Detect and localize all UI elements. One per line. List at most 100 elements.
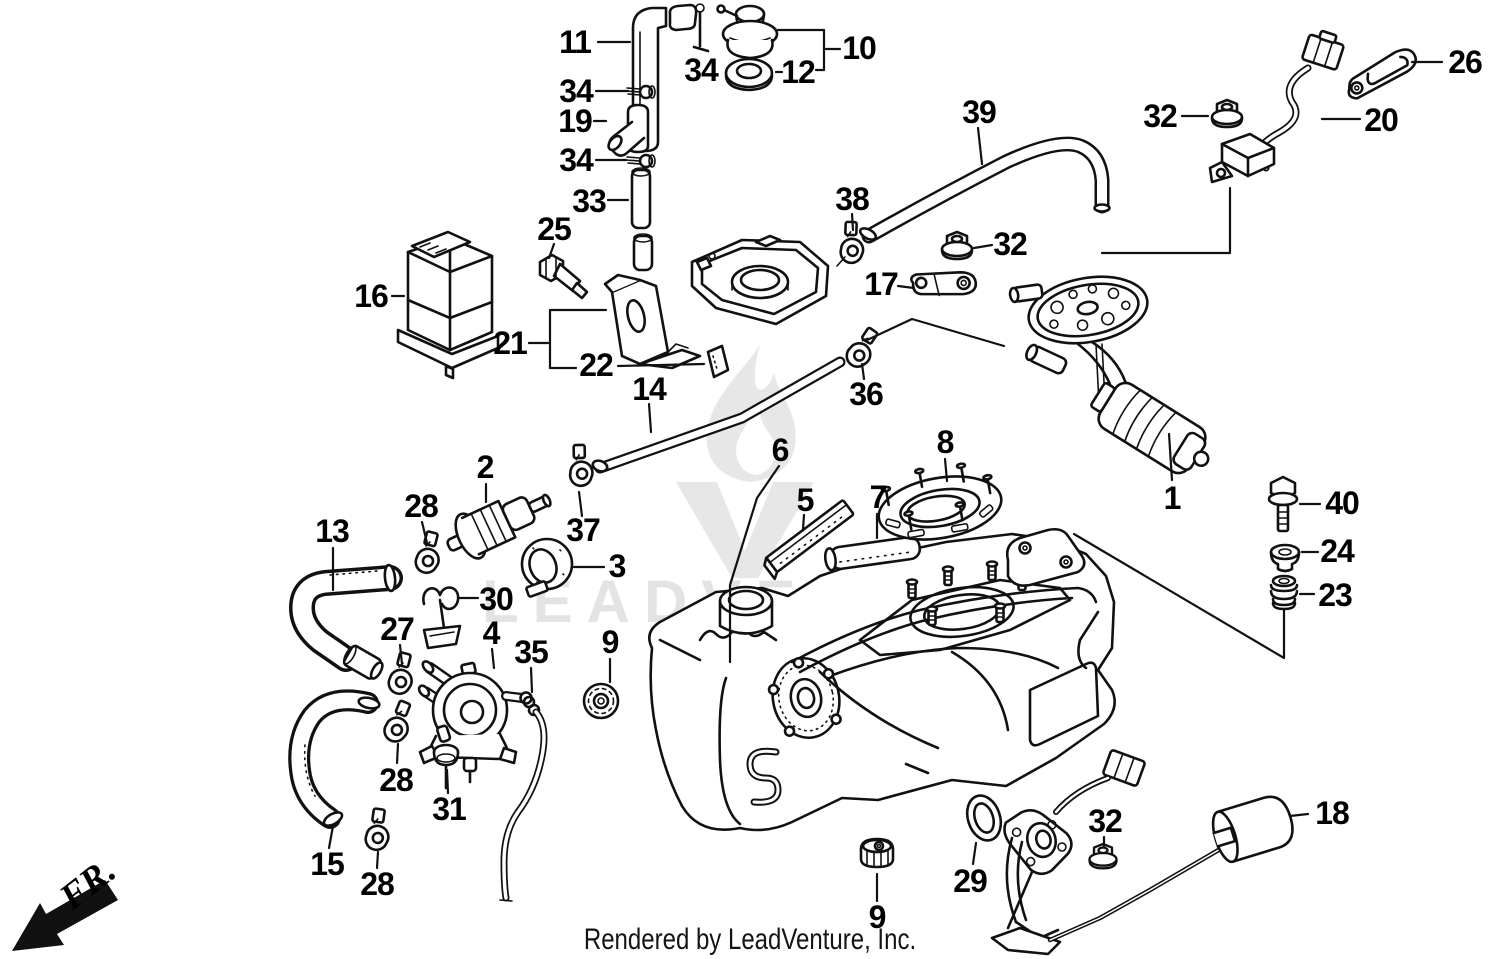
part-label-12-3: 12: [781, 54, 816, 90]
part-label-40-22: 40: [1325, 485, 1360, 521]
part-label-19-5: 19: [558, 103, 593, 139]
nut-32-bottom: [1088, 842, 1118, 870]
bracket-26: [1347, 48, 1418, 100]
part-label-34-6: 34: [559, 142, 594, 178]
rubber-22: [706, 344, 730, 379]
front-direction-arrow: [12, 880, 118, 951]
fuel-sender-18: [990, 749, 1294, 956]
clip-30: [422, 586, 462, 650]
part-label-39-13: 39: [962, 94, 997, 130]
meter-gasket-8: [877, 462, 1003, 541]
cap-washer-12: [724, 57, 774, 92]
part-label-32-18: 32: [1143, 98, 1178, 134]
part-label-17-16: 17: [864, 266, 899, 302]
clamp-27-drawing: [387, 650, 413, 696]
elbow-hose-13: [289, 563, 403, 680]
clamp-38-drawing: [833, 218, 867, 267]
o-ring-29: [965, 794, 1003, 842]
part-label-22-11: 22: [579, 347, 614, 383]
gasket-studs: [880, 462, 993, 531]
fuel-pipe-14: [591, 356, 846, 474]
canister-16: [396, 230, 500, 380]
fuel-pump-1: [1008, 275, 1210, 475]
part-label-11-0: 11: [559, 24, 592, 60]
footer-credit: Rendered by LeadVenture, Inc.: [583, 923, 917, 956]
part-label-4-32: 4: [482, 615, 501, 651]
part-label-23-24: 23: [1318, 577, 1353, 613]
fuel-hose-15: [288, 689, 381, 829]
part-label-9-34: 9: [601, 624, 620, 660]
nut-32-topright: [1210, 98, 1244, 129]
float-cylinder: [1211, 795, 1294, 864]
grommet-23: [1269, 574, 1299, 611]
bolt-40: [1267, 475, 1299, 533]
wire-harness-20: [1208, 29, 1345, 184]
fuel-tank-drawing: [648, 527, 1116, 832]
cushion-7: [823, 535, 922, 572]
part-label-30-30: 30: [479, 581, 514, 617]
fuel-hose-39: [858, 136, 1111, 244]
screw-34-low: [624, 153, 656, 169]
bracket-17: [910, 271, 978, 297]
part-label-25-8: 25: [537, 211, 572, 247]
part-label-8-38: 8: [936, 424, 955, 460]
part-label-13-29: 13: [315, 513, 350, 549]
part-label-38-14: 38: [835, 181, 870, 217]
part-label-35-33: 35: [514, 634, 549, 670]
part-label-27-31: 27: [380, 611, 415, 647]
nut-32-center: [940, 230, 974, 261]
sensor-25: [538, 253, 589, 300]
part-label-28-41: 28: [360, 866, 395, 902]
part-label-6-35: 6: [771, 432, 790, 468]
part-label-16-9: 16: [354, 278, 389, 314]
part-label-20-19: 20: [1364, 102, 1399, 138]
leader-lines: [327, 28, 1444, 903]
part-label-5-36: 5: [796, 482, 815, 518]
part-label-10-2: 10: [842, 30, 877, 66]
part-label-14-12: 14: [632, 371, 667, 407]
nut-9-right: [859, 837, 895, 869]
clamp-37-drawing: [561, 440, 597, 490]
cap-nut-9-left: [582, 682, 620, 720]
clamp-28-top: [414, 529, 440, 575]
screw-34-mid: [624, 84, 656, 100]
rubber-mount-3: [520, 537, 574, 598]
tube-33: [630, 167, 654, 272]
drain-tube: [499, 708, 548, 902]
part-label-33-7: 33: [572, 183, 607, 219]
part-label-29-43: 29: [953, 863, 988, 899]
part-label-15-39: 15: [310, 846, 345, 882]
part-label-31-42: 31: [432, 791, 467, 827]
part-label-28-26: 28: [404, 488, 439, 524]
fuel-cap-10: [716, 4, 779, 60]
pin-34-top: [692, 3, 710, 53]
part-label-9-44: 9: [868, 899, 887, 935]
fuel-filter-2: [446, 493, 552, 560]
part-label-32-15: 32: [993, 226, 1028, 262]
cushion-5: [763, 499, 855, 581]
filler-neck: [718, 585, 774, 635]
petcock-valve-4: [417, 660, 533, 784]
part-label-34-1: 34: [684, 52, 719, 88]
part-label-34-4: 34: [559, 73, 594, 109]
part-label-3-28: 3: [608, 548, 627, 584]
part-label-32-45: 32: [1088, 803, 1123, 839]
fill-tray: [690, 234, 830, 326]
tank-front-port: [767, 656, 842, 740]
part-label-21-10: 21: [493, 325, 528, 361]
tank-studs: [905, 560, 1029, 627]
part-label-28-40: 28: [379, 762, 414, 798]
part-label-37-27: 37: [566, 512, 601, 548]
clamp-28-mid: [381, 697, 413, 745]
stay-bracket-21: [603, 273, 702, 370]
part-label-1-21: 1: [1163, 480, 1182, 516]
part-label-36-17: 36: [849, 376, 884, 412]
washer-24: [1269, 543, 1301, 573]
part-label-26-20: 26: [1448, 44, 1483, 80]
part-label-2-25: 2: [476, 449, 495, 485]
joint-31: [432, 724, 460, 790]
joint-elbow-19: [607, 103, 650, 157]
part-label-18-46: 18: [1315, 795, 1350, 831]
